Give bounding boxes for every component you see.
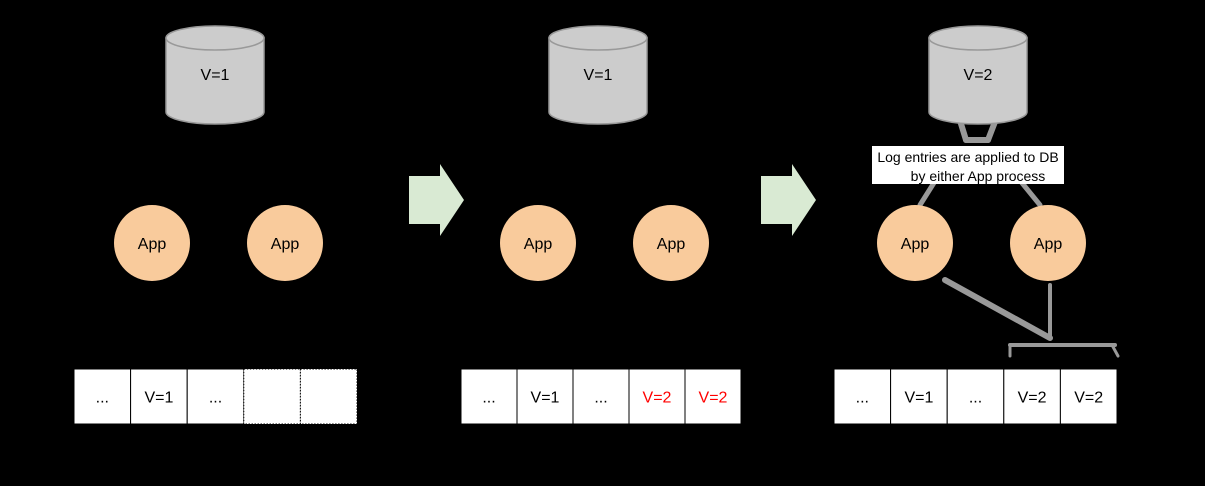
app-process-1: App	[877, 205, 953, 281]
log-cell: ...	[833, 368, 892, 425]
log-cell: V=2	[628, 368, 686, 425]
app-process-2: App	[633, 205, 709, 281]
database-cylinder: V=1	[165, 25, 265, 125]
connector-app1-to-log	[942, 277, 1053, 341]
log-cell: V=2	[684, 368, 742, 425]
log-cell-box	[684, 368, 742, 425]
log-cell: V=1	[516, 368, 574, 425]
connector-lines	[917, 111, 1120, 358]
log-cell-box	[460, 368, 518, 425]
connector-log-right-tick	[1110, 343, 1120, 358]
log-entries: ... V=1... V=2 V=2	[460, 368, 742, 425]
transition-arrow-1	[409, 164, 464, 236]
database-top	[548, 25, 648, 51]
app-process-1: App	[114, 205, 190, 281]
log-cell: ...	[460, 368, 518, 425]
log-cell-value: V=2	[1018, 390, 1047, 407]
log-cell-box	[1059, 368, 1118, 425]
app-process-2: App	[247, 205, 323, 281]
log-cell-box	[299, 368, 358, 425]
database-body	[548, 37, 648, 125]
log-entries: ... V=1... V=2 V=2	[833, 368, 1118, 425]
app-label: App	[1034, 236, 1063, 253]
log-cell	[299, 368, 358, 425]
app-label: App	[271, 236, 300, 253]
app-label: App	[524, 236, 553, 253]
database-body	[165, 37, 265, 125]
database-top	[165, 25, 265, 51]
app-circle	[1010, 205, 1086, 281]
log-cell-value: ...	[856, 390, 869, 407]
log-cell-box	[890, 368, 948, 425]
log-cell: ...	[572, 368, 630, 425]
log-cell-value: V=1	[904, 390, 933, 407]
log-cell-box	[516, 368, 574, 425]
log-cell-value: V=2	[643, 390, 672, 407]
log-cell-box	[572, 368, 630, 425]
log-cell-box	[628, 368, 686, 425]
log-cell: ...	[186, 368, 245, 425]
transition-arrow-2	[761, 164, 816, 236]
log-cell-value: ...	[594, 390, 607, 407]
database-cylinder: V=1	[548, 25, 648, 125]
database-version-label: V=1	[201, 67, 230, 84]
database-body	[928, 37, 1028, 125]
log-cell: ...	[73, 368, 132, 425]
log-cell-value: ...	[96, 390, 109, 407]
app-circle	[247, 205, 323, 281]
app-circle	[877, 205, 953, 281]
app-label: App	[657, 236, 686, 253]
log-cell	[243, 368, 301, 425]
database-version-label: V=2	[964, 67, 993, 84]
log-cell-value: ...	[209, 390, 222, 407]
app-circle	[500, 205, 576, 281]
log-cell-box	[946, 368, 1005, 425]
log-cell: V=2	[1003, 368, 1061, 425]
log-cell-box	[186, 368, 245, 425]
log-cell-value: ...	[482, 390, 495, 407]
log-cell: V=2	[1059, 368, 1118, 425]
annotation-box: Log entries are applied to DB by either …	[872, 146, 1064, 184]
annotation-line-1: Log entries are applied to DB	[877, 149, 1058, 165]
database-version-label: V=1	[584, 67, 613, 84]
log-cell-value: ...	[969, 390, 982, 407]
log-cell-box	[243, 368, 301, 425]
app-circle	[114, 205, 190, 281]
app-label: App	[138, 236, 167, 253]
arrow-shape	[409, 164, 464, 236]
log-cell-value: V=1	[531, 390, 560, 407]
annotation-line-2: by either App process	[911, 168, 1046, 184]
log-cell-value: V=2	[1074, 390, 1103, 407]
app-process-2: App	[1010, 205, 1086, 281]
database-top	[928, 25, 1028, 51]
log-cell-value: V=2	[699, 390, 728, 407]
app-process-1: App	[500, 205, 576, 281]
database-cylinder: V=2	[928, 25, 1028, 125]
annotation-background	[872, 146, 1064, 184]
log-cell: V=1	[130, 368, 188, 425]
log-cell: ...	[946, 368, 1005, 425]
arrow-shape	[761, 164, 816, 236]
log-cell-box	[833, 368, 892, 425]
log-cell: V=1	[890, 368, 948, 425]
log-entries: ... V=1...	[73, 368, 358, 425]
app-label: App	[901, 236, 930, 253]
app-circle	[633, 205, 709, 281]
log-cell-value: V=1	[144, 390, 173, 407]
